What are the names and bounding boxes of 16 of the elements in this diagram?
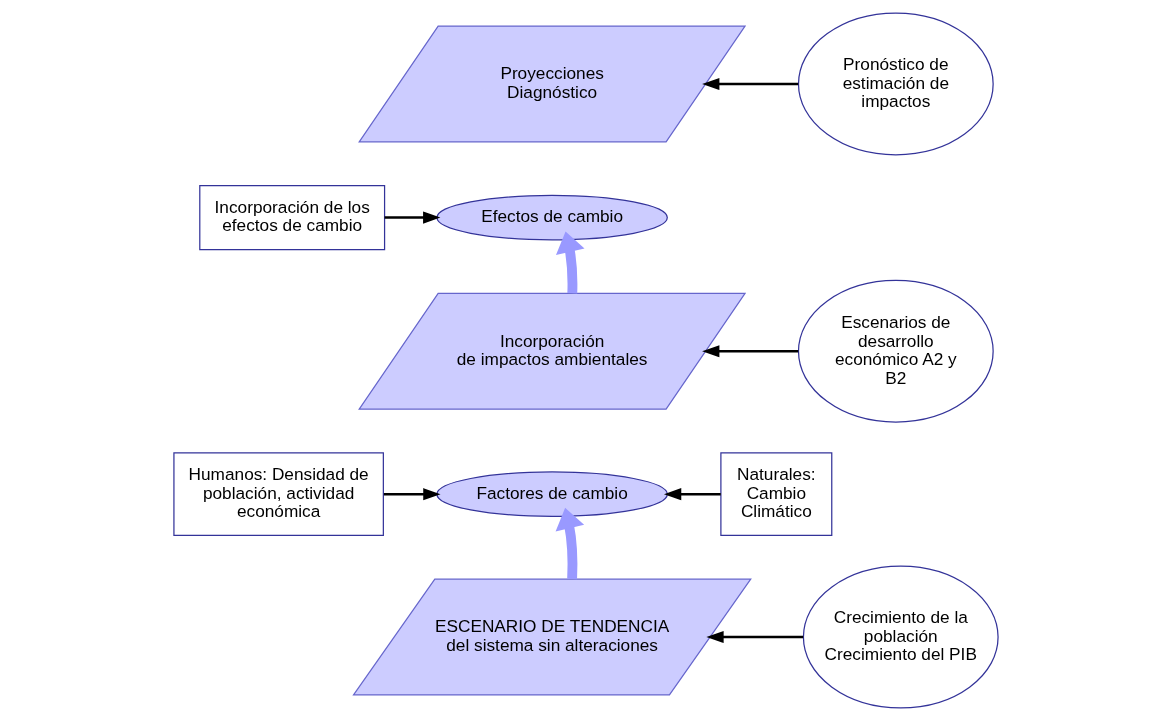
node-ellipse: Efectos de cambio bbox=[435, 194, 668, 241]
node-box: Incorporación de los efectos de cambio bbox=[198, 184, 385, 251]
arrow bbox=[384, 211, 440, 224]
arrow bbox=[701, 345, 798, 358]
node-box: Naturales: Cambio Climático bbox=[719, 452, 832, 537]
node-ellipse: Escenarios de desarrollo económico A2 y B2 bbox=[797, 279, 994, 423]
node-box: Humanos: Densidad de población, actividad económica bbox=[172, 452, 384, 537]
node-ellipse: Factores de cambio bbox=[435, 471, 668, 517]
arrow bbox=[701, 77, 798, 90]
node-ellipse: Pronóstico de estimación de impactos bbox=[797, 12, 994, 156]
arrow bbox=[555, 507, 584, 580]
node-ellipse: Crecimiento de la población Crecimiento del PIB bbox=[802, 565, 999, 709]
arrow bbox=[705, 631, 803, 644]
arrow bbox=[383, 488, 440, 501]
arrow bbox=[663, 488, 721, 501]
arrow bbox=[555, 231, 585, 294]
